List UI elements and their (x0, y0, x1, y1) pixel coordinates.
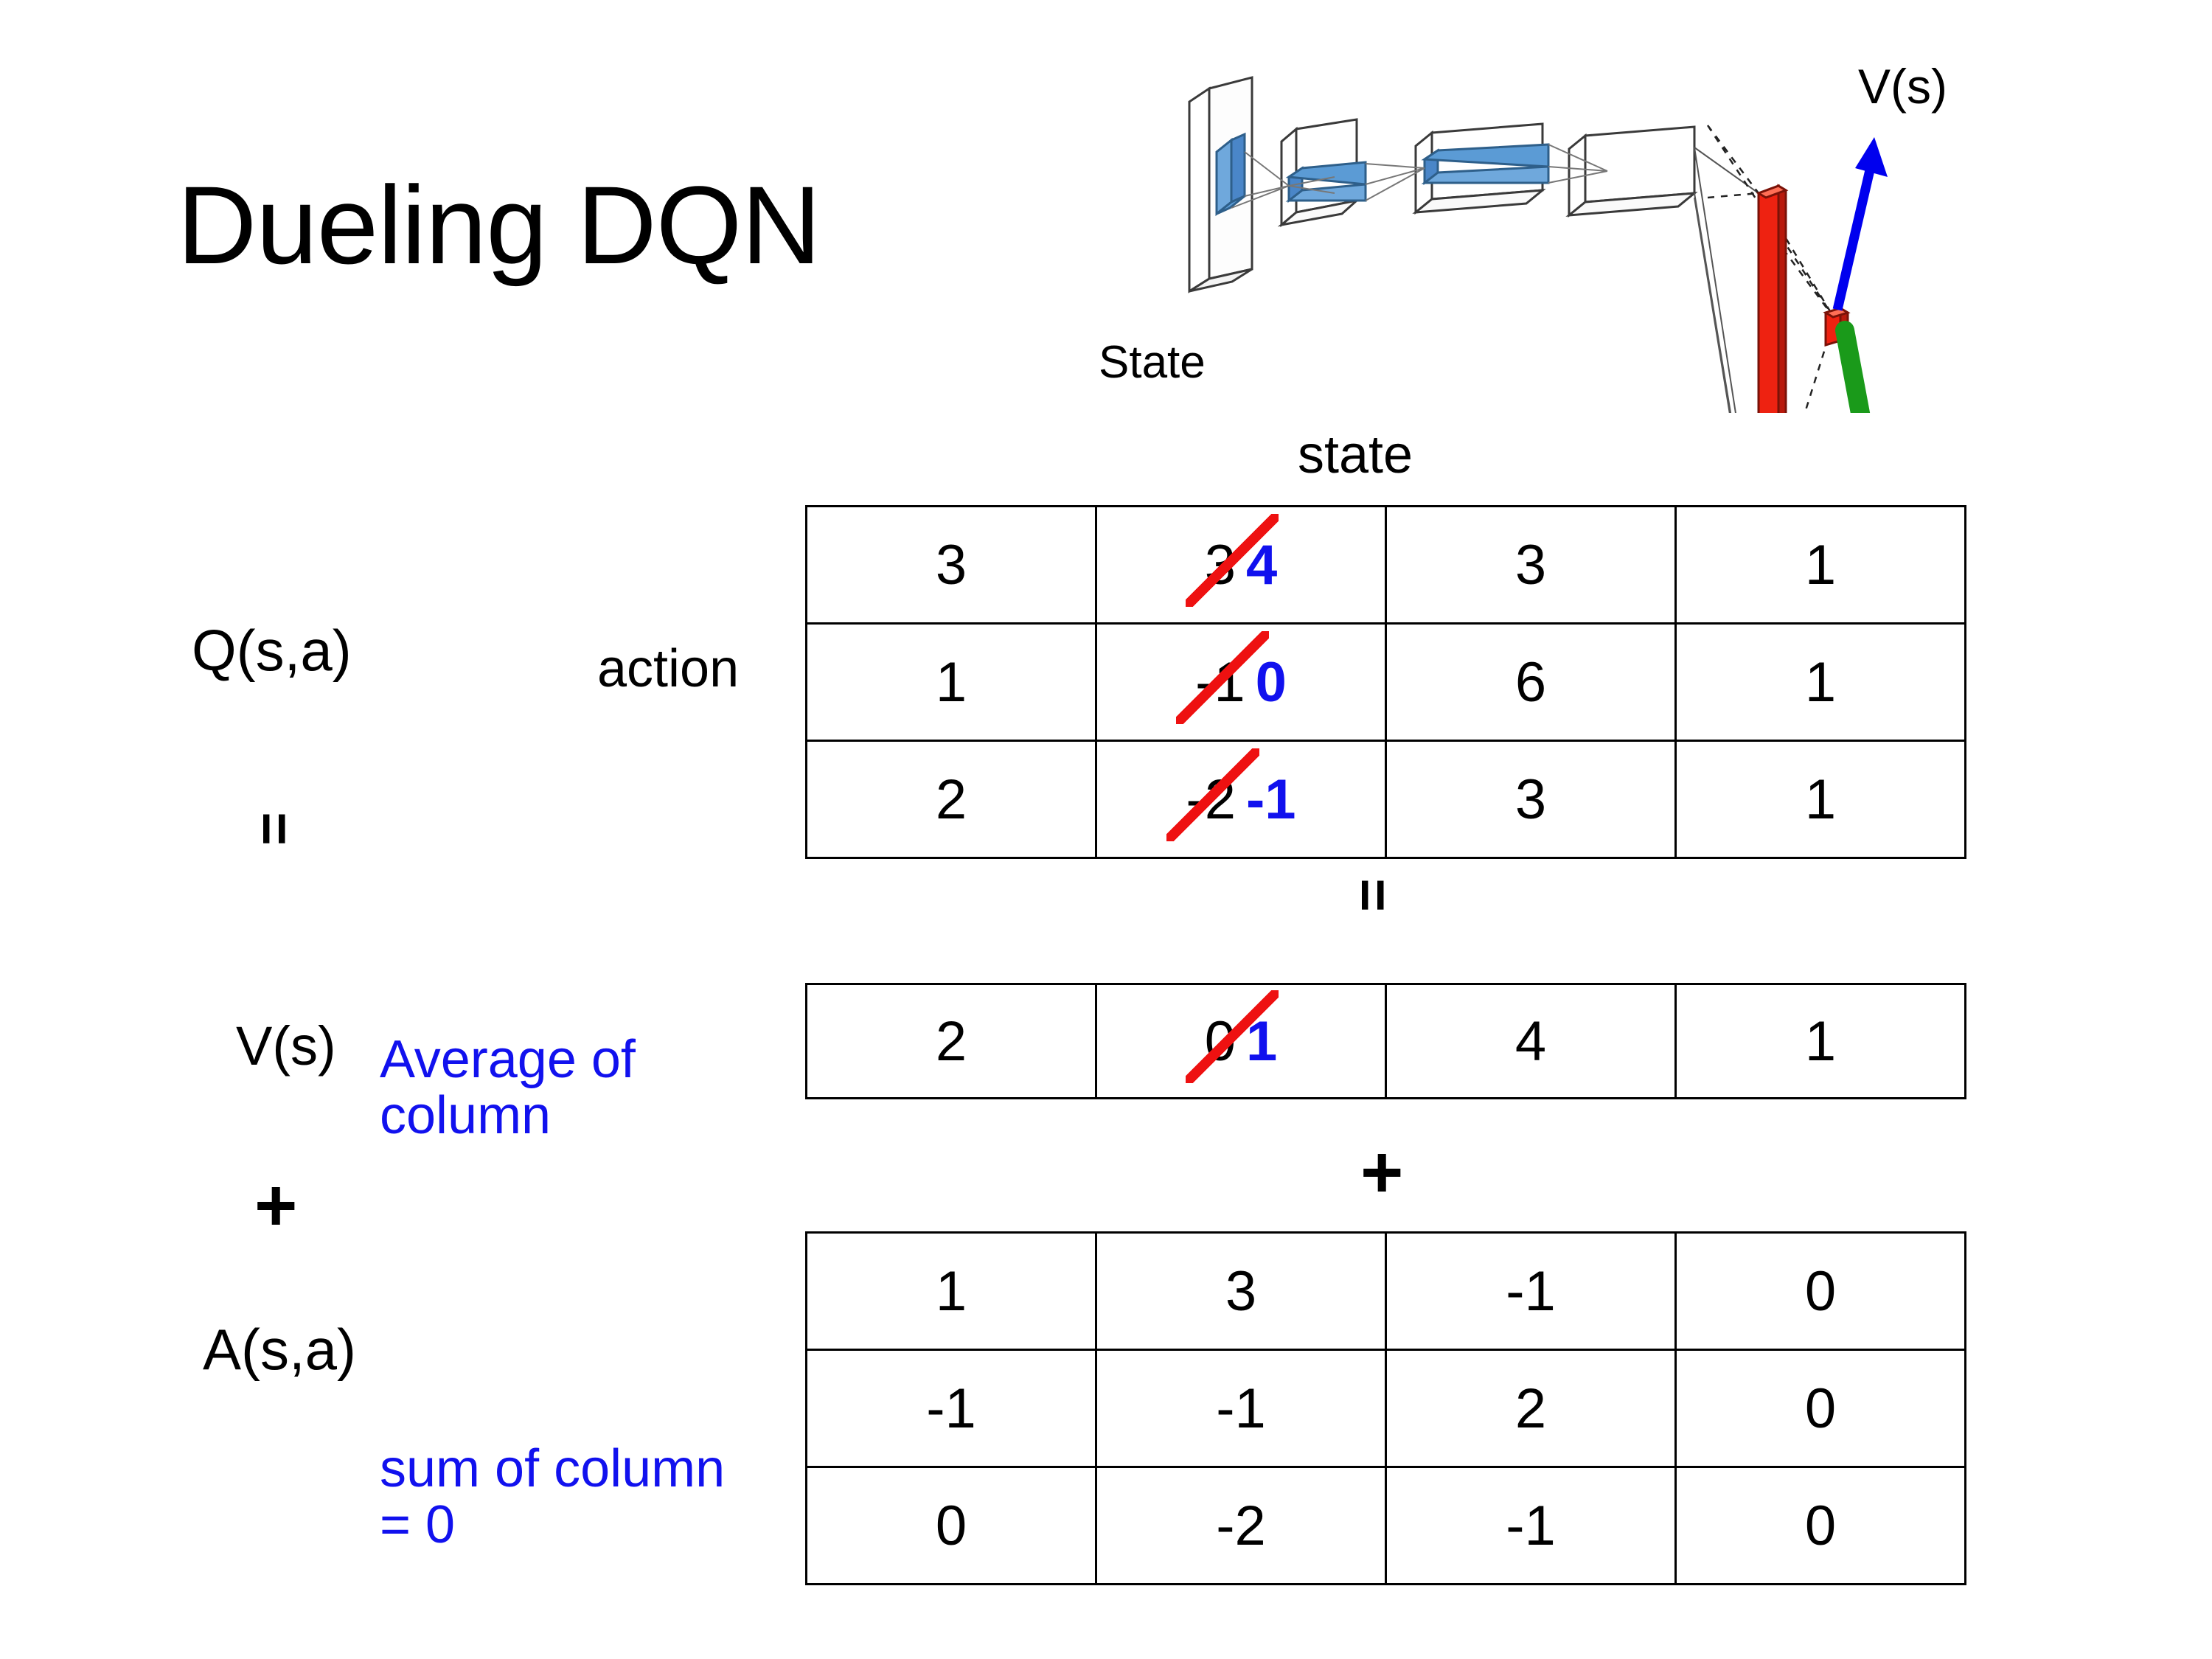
table-cell: -1 (1095, 1349, 1387, 1468)
table-cell: 0 (1674, 1349, 1966, 1468)
v-function-label: V(s) (236, 1015, 336, 1077)
table-cell: -1 (805, 1349, 1097, 1468)
struck-out-value: 3 (1185, 513, 1279, 607)
table-cell: 0 (805, 1466, 1097, 1585)
table-cell: 1 (1674, 622, 1966, 742)
table-cell: 3 (1385, 505, 1677, 625)
diagram-value-label: V(s) (1858, 59, 1947, 114)
table-cell: -1 (1385, 1231, 1677, 1351)
table-cell: 1 (805, 622, 1097, 742)
q-function-label: Q(s,a) (192, 618, 352, 683)
table-cell: 3 (805, 505, 1097, 625)
table-cell: 1 (1674, 505, 1966, 625)
table-cell: -2 (1095, 1466, 1387, 1585)
table-cell: 1 (1674, 983, 1966, 1099)
equals-operator-left: = (242, 812, 307, 846)
replacement-value: -1 (1246, 768, 1296, 831)
a-function-label: A(s,a) (203, 1317, 357, 1382)
equals-operator-middle: = (1340, 878, 1406, 912)
table-cell: 1 (805, 1231, 1097, 1351)
state-axis-label: state (1298, 425, 1413, 484)
edited-cell: -2-1 (1097, 742, 1385, 857)
v-note-label: Average of column (380, 1030, 636, 1145)
page-title: Dueling DQN (177, 163, 821, 287)
action-axis-label: action (597, 639, 740, 698)
table-cell: 2 (805, 740, 1097, 859)
struck-out-value: -1 (1176, 630, 1269, 724)
table-cell: 0 (1674, 1231, 1966, 1351)
plus-operator-left: + (254, 1164, 298, 1247)
table-cell: 1 (1674, 740, 1966, 859)
table-cell: 3 (1095, 1231, 1387, 1351)
table-cell: 0 (1674, 1466, 1966, 1585)
table-cell: -1 (1385, 1466, 1677, 1585)
table-cell: 4 (1385, 983, 1677, 1099)
table-cell: 6 (1385, 622, 1677, 742)
struck-out-value: 0 (1185, 990, 1279, 1083)
a-note-label: sum of column = 0 (380, 1439, 726, 1554)
replacement-value: 0 (1255, 650, 1287, 714)
diagram-state-label-line1: State (1099, 337, 1206, 388)
table-cell: -2-1 (1095, 740, 1387, 859)
struck-out-value: -2 (1166, 748, 1259, 841)
table-cell: 2 (805, 983, 1097, 1099)
replacement-value: 1 (1246, 1009, 1278, 1073)
table-cell: 3 (1385, 740, 1677, 859)
table-cell: 2 (1385, 1349, 1677, 1468)
dueling-network-diagram: State s V(s) A(s,a) Q(s,a) = A(s,a)+V(s)… (1091, 0, 2212, 413)
replacement-value: 4 (1246, 533, 1278, 597)
plus-operator-middle: + (1360, 1131, 1404, 1214)
